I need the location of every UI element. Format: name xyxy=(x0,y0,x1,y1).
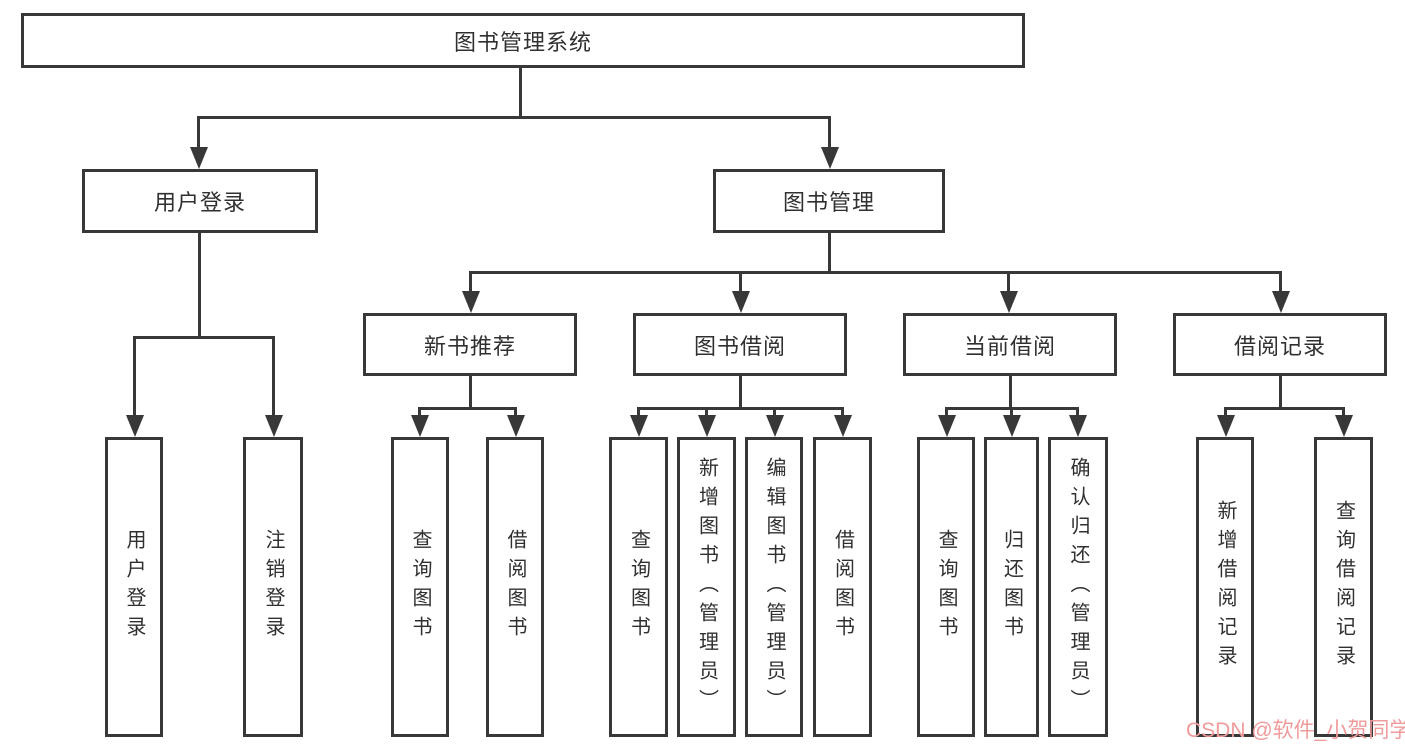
node-label: 图书管理 xyxy=(782,190,875,215)
leaf-borrow-books: 借阅图书 xyxy=(813,437,872,737)
node-library-management-system: 图书管理系统 xyxy=(21,13,1025,68)
arrow-down-icon xyxy=(834,415,852,437)
connector-line xyxy=(418,407,517,410)
connector-line xyxy=(1009,376,1012,410)
leaf-add-books-admin: 新增图书（管理员） xyxy=(677,437,736,737)
arrow-down-icon xyxy=(630,415,648,437)
leaf-user-login: 用户登录 xyxy=(105,437,163,737)
leaf-query-books-recommend: 查询图书 xyxy=(391,437,449,737)
arrow-down-icon xyxy=(1000,291,1018,313)
leaf-logout: 注销登录 xyxy=(243,437,303,737)
connector-line xyxy=(1279,271,1282,293)
arrow-down-icon xyxy=(1217,415,1235,437)
leaf-return-books: 归还图书 xyxy=(984,437,1039,737)
arrow-down-icon xyxy=(507,415,525,437)
arrow-down-icon xyxy=(732,291,750,313)
node-label: 借阅记录 xyxy=(1233,333,1326,359)
leaf-label: 确认归还（管理员） xyxy=(1067,456,1089,718)
arrow-down-icon xyxy=(1335,415,1353,437)
node-book-borrowing: 图书借阅 xyxy=(633,313,847,376)
connector-line xyxy=(519,68,522,119)
node-user-login: 用户登录 xyxy=(82,169,318,233)
connector-line xyxy=(1224,407,1344,410)
leaf-label: 注销登录 xyxy=(262,529,284,645)
leaf-add-borrow-record: 新增借阅记录 xyxy=(1196,437,1254,737)
leaf-borrow-books-recommend: 借阅图书 xyxy=(486,437,544,737)
leaf-query-borrow-record: 查询借阅记录 xyxy=(1314,437,1373,737)
leaf-label: 借阅图书 xyxy=(504,529,526,645)
csdn-watermark: CSDN @软件_小贺同学 xyxy=(1186,719,1405,742)
connector-line xyxy=(469,376,472,410)
connector-line xyxy=(945,407,948,419)
leaf-label: 编辑图书（管理员） xyxy=(763,456,785,718)
node-label: 图书管理系统 xyxy=(453,29,592,55)
leaf-label: 借阅图书 xyxy=(831,529,854,645)
node-label: 新书推荐 xyxy=(423,333,516,359)
leaf-query-books-current: 查询图书 xyxy=(917,437,975,737)
connector-line xyxy=(841,407,844,419)
node-label: 用户登录 xyxy=(153,190,246,215)
connector-line xyxy=(637,407,844,410)
leaf-label: 查询借阅记录 xyxy=(1332,500,1355,674)
connector-line xyxy=(773,407,776,419)
connector-line xyxy=(1279,376,1282,410)
connector-line xyxy=(1224,407,1227,419)
leaf-label: 查询图书 xyxy=(409,529,431,645)
leaf-label: 归还图书 xyxy=(1000,529,1023,645)
connector-line xyxy=(514,407,517,419)
arrow-down-icon xyxy=(1003,415,1021,437)
connector-line xyxy=(469,271,1282,274)
leaf-label: 用户登录 xyxy=(123,529,145,645)
node-book-management: 图书管理 xyxy=(713,169,945,233)
connector-line xyxy=(1010,407,1013,419)
connector-line xyxy=(469,271,472,293)
connector-line xyxy=(637,407,640,419)
connector-line xyxy=(739,376,742,410)
connector-line xyxy=(1342,407,1345,419)
node-label: 当前借阅 xyxy=(963,333,1056,359)
connector-line xyxy=(198,233,201,339)
connector-line xyxy=(133,336,275,339)
arrow-down-icon xyxy=(190,147,208,169)
leaf-label: 新增借阅记录 xyxy=(1214,500,1236,674)
arrow-down-icon xyxy=(698,415,716,437)
connector-line xyxy=(705,407,708,419)
connector-line xyxy=(1007,271,1010,293)
connector-line xyxy=(197,116,831,119)
arrow-down-icon xyxy=(1272,291,1290,313)
node-current-borrowing: 当前借阅 xyxy=(903,313,1117,376)
leaf-edit-books-admin: 编辑图书（管理员） xyxy=(745,437,803,737)
arrow-down-icon xyxy=(938,415,956,437)
arrow-down-icon xyxy=(126,415,144,437)
connector-line xyxy=(828,233,831,274)
connector-line xyxy=(739,271,742,293)
connector-line xyxy=(1076,407,1079,419)
connector-line xyxy=(272,336,275,417)
leaf-label: 查询图书 xyxy=(627,529,650,645)
leaf-query-books-borrowing: 查询图书 xyxy=(609,437,668,737)
node-new-book-recommendation: 新书推荐 xyxy=(363,313,577,376)
connector-line xyxy=(133,336,136,417)
connector-line xyxy=(197,116,200,149)
leaf-label: 新增图书（管理员） xyxy=(695,456,718,718)
arrow-down-icon xyxy=(265,415,283,437)
arrow-down-icon xyxy=(766,415,784,437)
arrow-down-icon xyxy=(821,147,839,169)
arrow-down-icon xyxy=(411,415,429,437)
node-label: 图书借阅 xyxy=(693,333,786,359)
arrow-down-icon xyxy=(462,291,480,313)
arrow-down-icon xyxy=(1069,415,1087,437)
leaf-confirm-return-admin: 确认归还（管理员） xyxy=(1048,437,1108,737)
leaf-label: 查询图书 xyxy=(935,529,957,645)
connector-line xyxy=(828,116,831,149)
node-borrowing-records: 借阅记录 xyxy=(1173,313,1387,376)
connector-line xyxy=(418,407,421,419)
